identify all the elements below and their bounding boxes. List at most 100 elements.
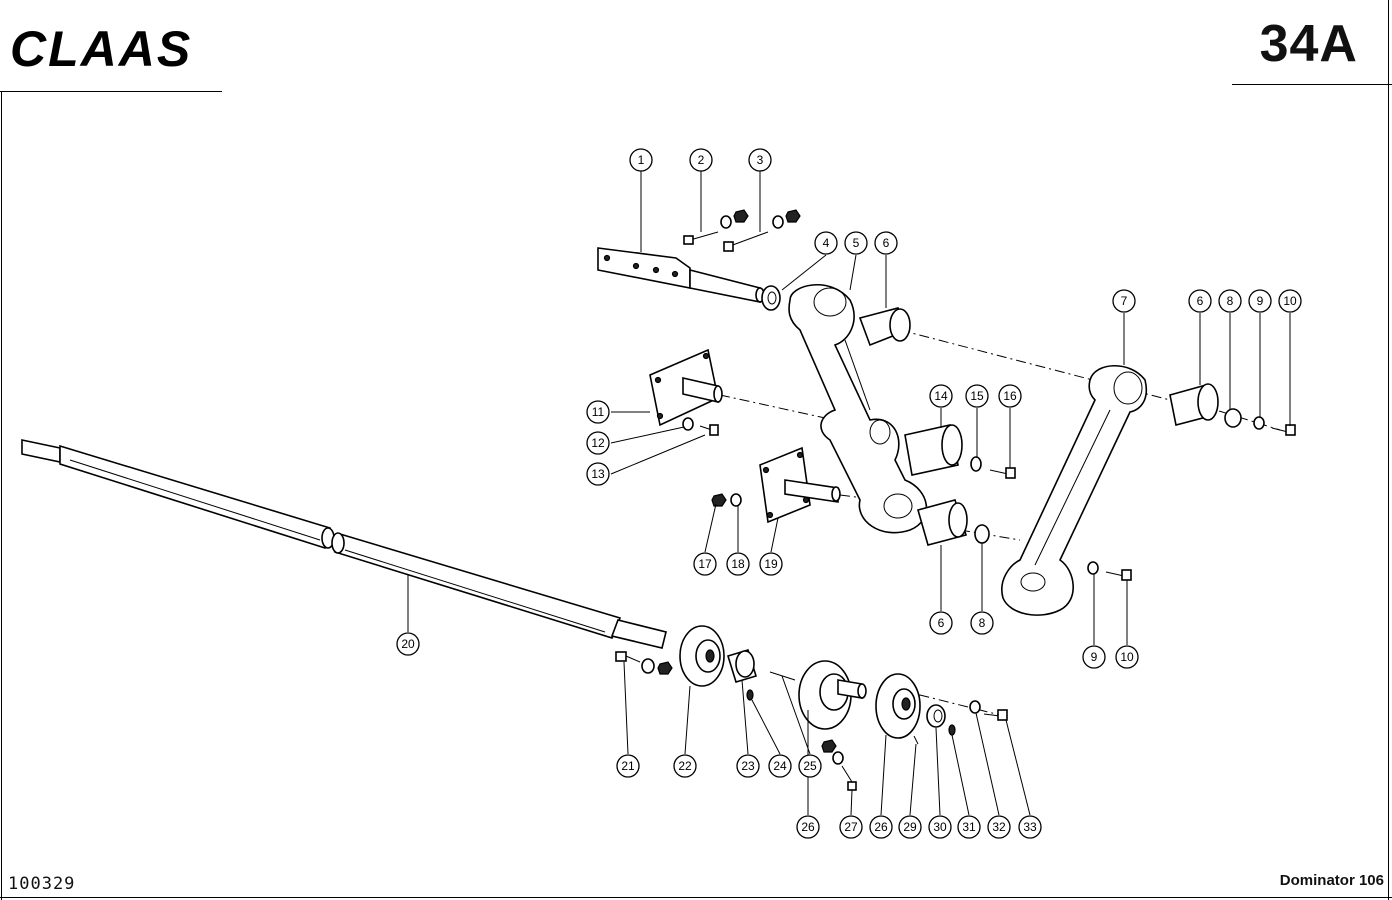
callout-23: 23 — [736, 754, 760, 778]
callout-15: 15 — [965, 384, 989, 408]
svg-text:3: 3 — [757, 153, 764, 167]
header-rule-left — [0, 91, 222, 92]
svg-text:11: 11 — [592, 405, 605, 419]
callout-21: 21 — [616, 754, 640, 778]
callout-6: 6 — [1188, 289, 1212, 313]
callout-5: 5 — [844, 231, 868, 255]
callout-1: 1 — [629, 148, 653, 172]
callout-17: 17 — [693, 552, 717, 576]
callout-26: 26 — [796, 815, 820, 839]
part-mount-plate-19 — [759, 446, 841, 524]
svg-text:16: 16 — [1003, 389, 1017, 403]
svg-text:21: 21 — [621, 759, 635, 773]
callout-9: 9 — [1082, 645, 1106, 669]
part-setscrew-24 — [746, 689, 754, 701]
callout-18: 18 — [726, 552, 750, 576]
callout-11: 11 — [586, 400, 610, 424]
svg-text:22: 22 — [678, 759, 692, 773]
part-bushing-6b — [1169, 383, 1219, 426]
part-bolt-33 — [983, 709, 1008, 721]
callout-8: 8 — [1218, 289, 1242, 313]
frame-bottom-border — [0, 897, 1392, 898]
part-collar-23 — [726, 649, 758, 683]
part-bolts-top — [683, 209, 801, 252]
callout-9: 9 — [1248, 289, 1272, 313]
svg-text:7: 7 — [1121, 294, 1128, 308]
svg-text:6: 6 — [938, 616, 945, 630]
callout-7: 7 — [1112, 289, 1136, 313]
frame-right-border — [1388, 0, 1389, 900]
svg-text:4: 4 — [823, 236, 830, 250]
page-code: 34A — [1259, 15, 1358, 73]
svg-text:5: 5 — [853, 236, 860, 250]
part-hub-26a — [798, 660, 867, 730]
svg-text:19: 19 — [764, 557, 778, 571]
part-washer-12 — [682, 417, 694, 431]
svg-text:33: 33 — [1023, 820, 1037, 834]
callout-16: 16 — [998, 384, 1022, 408]
callout-32: 32 — [987, 815, 1011, 839]
part-setscrew-31 — [948, 724, 956, 736]
svg-text:10: 10 — [1283, 294, 1297, 308]
svg-text:8: 8 — [979, 616, 986, 630]
svg-text:6: 6 — [1197, 294, 1204, 308]
svg-text:26: 26 — [874, 820, 888, 834]
part-bolt-10a — [1271, 424, 1296, 436]
svg-text:17: 17 — [698, 557, 712, 571]
part-washer-9b — [1087, 561, 1099, 575]
callout-10: 10 — [1278, 289, 1302, 313]
part-washer-32 — [969, 700, 981, 714]
svg-text:26: 26 — [801, 820, 815, 834]
svg-text:1: 1 — [638, 153, 645, 167]
svg-text:14: 14 — [934, 389, 948, 403]
svg-text:25: 25 — [803, 759, 817, 773]
svg-text:23: 23 — [741, 759, 755, 773]
callout-29: 29 — [898, 815, 922, 839]
svg-text:29: 29 — [903, 820, 917, 834]
callout-3: 3 — [748, 148, 772, 172]
callout-30: 30 — [928, 815, 952, 839]
svg-text:13: 13 — [591, 467, 605, 481]
part-flange-bearing-26b — [875, 673, 921, 739]
part-washer-4 — [761, 285, 781, 311]
callout-20: 20 — [396, 632, 420, 656]
svg-text:24: 24 — [773, 759, 787, 773]
part-collar-30 — [926, 704, 946, 728]
part-bolt-16 — [989, 467, 1016, 479]
callout-24: 24 — [768, 754, 792, 778]
callout-6: 6 — [929, 611, 953, 635]
part-mount-plate-11 — [649, 348, 723, 427]
svg-text:10: 10 — [1120, 650, 1134, 664]
part-washer-8a — [1224, 408, 1242, 428]
callout-27: 27 — [839, 815, 863, 839]
claas-logo: CLAAS — [10, 21, 190, 77]
callout-10: 10 — [1115, 645, 1139, 669]
callout-33: 33 — [1018, 815, 1042, 839]
part-bracket-bar — [597, 247, 765, 303]
part-long-shaft — [21, 439, 667, 649]
svg-text:27: 27 — [844, 820, 858, 834]
svg-text:12: 12 — [591, 436, 605, 450]
svg-text:31: 31 — [962, 820, 976, 834]
part-flange-bearing-22 — [679, 625, 725, 687]
model-name: Dominator 106 — [1279, 872, 1384, 889]
part-central-arm — [788, 284, 928, 534]
leader-lines — [407, 171, 1291, 816]
svg-text:2: 2 — [698, 153, 705, 167]
svg-text:18: 18 — [731, 557, 745, 571]
part-nut-17 — [711, 493, 727, 507]
callout-26: 26 — [869, 815, 893, 839]
callout-8: 8 — [970, 611, 994, 635]
callout-4: 4 — [814, 231, 838, 255]
svg-text:8: 8 — [1227, 294, 1234, 308]
frame-left-border — [1, 91, 2, 900]
document-number: 100329 — [8, 874, 76, 894]
part-washer-lower — [641, 658, 655, 674]
svg-text:9: 9 — [1091, 650, 1098, 664]
part-washer-8b — [974, 524, 990, 544]
callout-14: 14 — [929, 384, 953, 408]
callout-31: 31 — [957, 815, 981, 839]
part-bushing-6a — [858, 307, 911, 347]
callout-12: 12 — [586, 431, 610, 455]
